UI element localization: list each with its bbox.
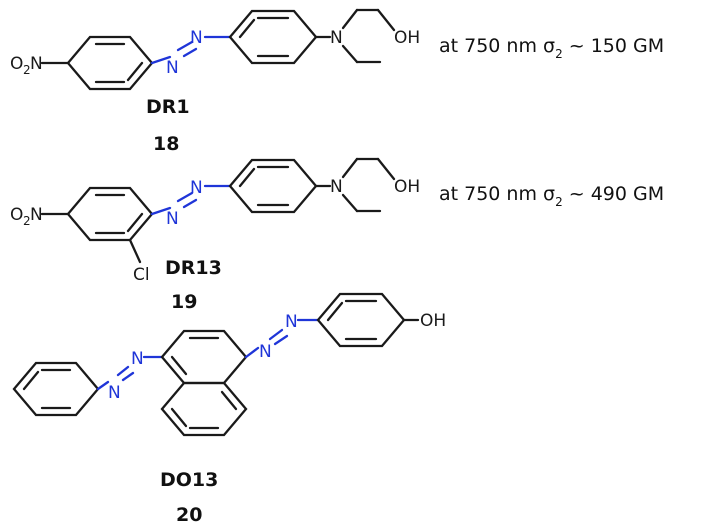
dr1-nitro-n: N [30, 54, 43, 74]
dr1-cross-section-note: at 750 nm σ2 ~ 150 GM [439, 35, 664, 61]
do13-azo-b-n2: N [285, 312, 298, 332]
dr1-number: 18 [153, 133, 179, 155]
do13-azo-b-bond [273, 334, 289, 346]
dr13-ring2-double-bond [238, 167, 256, 188]
dr1-ring1-double-bond [126, 61, 144, 82]
dr13-azo-n2: N [190, 178, 203, 198]
dr13-azo-bond [176, 191, 194, 203]
do13-naphthalene-lower-ring [160, 381, 248, 437]
dr13-name: DR13 [165, 257, 222, 279]
do13-azo-b-n1: N [259, 342, 272, 362]
dr1-nitro-sub: 2 [23, 63, 31, 77]
dr1-azo-bond [182, 47, 198, 58]
dr1-oh: OH [394, 28, 420, 48]
dr1-azo-n2: N [190, 28, 203, 48]
dr13-ring1-double-bond [126, 212, 144, 233]
dr13-chloro: Cl [133, 265, 150, 285]
dr13-hydroxyethyl-bond [341, 157, 359, 179]
dr13-azo-n1: N [166, 209, 179, 229]
dr1-azo-bond [150, 55, 172, 65]
dr13-structure: O 2 N N N N OH Cl [10, 157, 420, 285]
dr1-hydroxyethyl-bond [341, 8, 359, 30]
do13-azo-a-bond [116, 365, 130, 377]
dr1-azo-n1: N [166, 58, 179, 78]
do13-naph-double-bond [220, 390, 238, 411]
dr1-ethyl-bond [341, 44, 359, 64]
dr1-ring2-double-bond [238, 18, 256, 39]
dr13-oh: OH [394, 177, 420, 197]
do13-azo-b-bond [244, 346, 260, 359]
do13-azo-a-n1: N [108, 383, 121, 403]
dr13-nitro-o: O [10, 205, 23, 225]
dr13-cross-section-note: at 750 nm σ2 ~ 490 GM [439, 183, 664, 209]
dr13-nitro-n: N [30, 205, 43, 225]
dr13-nitro-sub: 2 [23, 214, 31, 228]
dr13-hydroxyethyl-bond [376, 157, 396, 181]
dr13-azo-bond [150, 206, 172, 216]
do13-azo-a-bond [96, 380, 110, 391]
dr1-structure: O 2 N N N N OH [10, 8, 420, 91]
do13-naph-double-bond [170, 407, 188, 428]
do13-phenyl-double-bond [22, 370, 40, 391]
dr1-azo-bond [176, 40, 194, 52]
dr1-name: DR1 [146, 96, 190, 118]
dr1-hydroxyethyl-bond [376, 8, 396, 32]
do13-structure: N N N N OH [12, 292, 446, 437]
dr13-chloro-bond [128, 238, 142, 264]
dr13-amine-n: N [330, 177, 343, 197]
do13-number: 20 [176, 504, 202, 526]
do13-name: DO13 [160, 469, 218, 491]
do13-phenol-double-bond [326, 301, 344, 322]
do13-naph-double-bond [170, 355, 188, 376]
do13-oh: OH [420, 311, 446, 331]
do13-azo-a-n2: N [131, 349, 144, 369]
do13-azo-a-bond [121, 371, 135, 382]
dr13-number: 19 [171, 291, 197, 313]
dr1-amine-n: N [330, 28, 343, 48]
dr1-nitro-o: O [10, 54, 23, 74]
dr13-ethyl-bond [341, 193, 359, 213]
do13-azo-b-bond [268, 328, 284, 341]
dr13-azo-bond [182, 198, 198, 209]
